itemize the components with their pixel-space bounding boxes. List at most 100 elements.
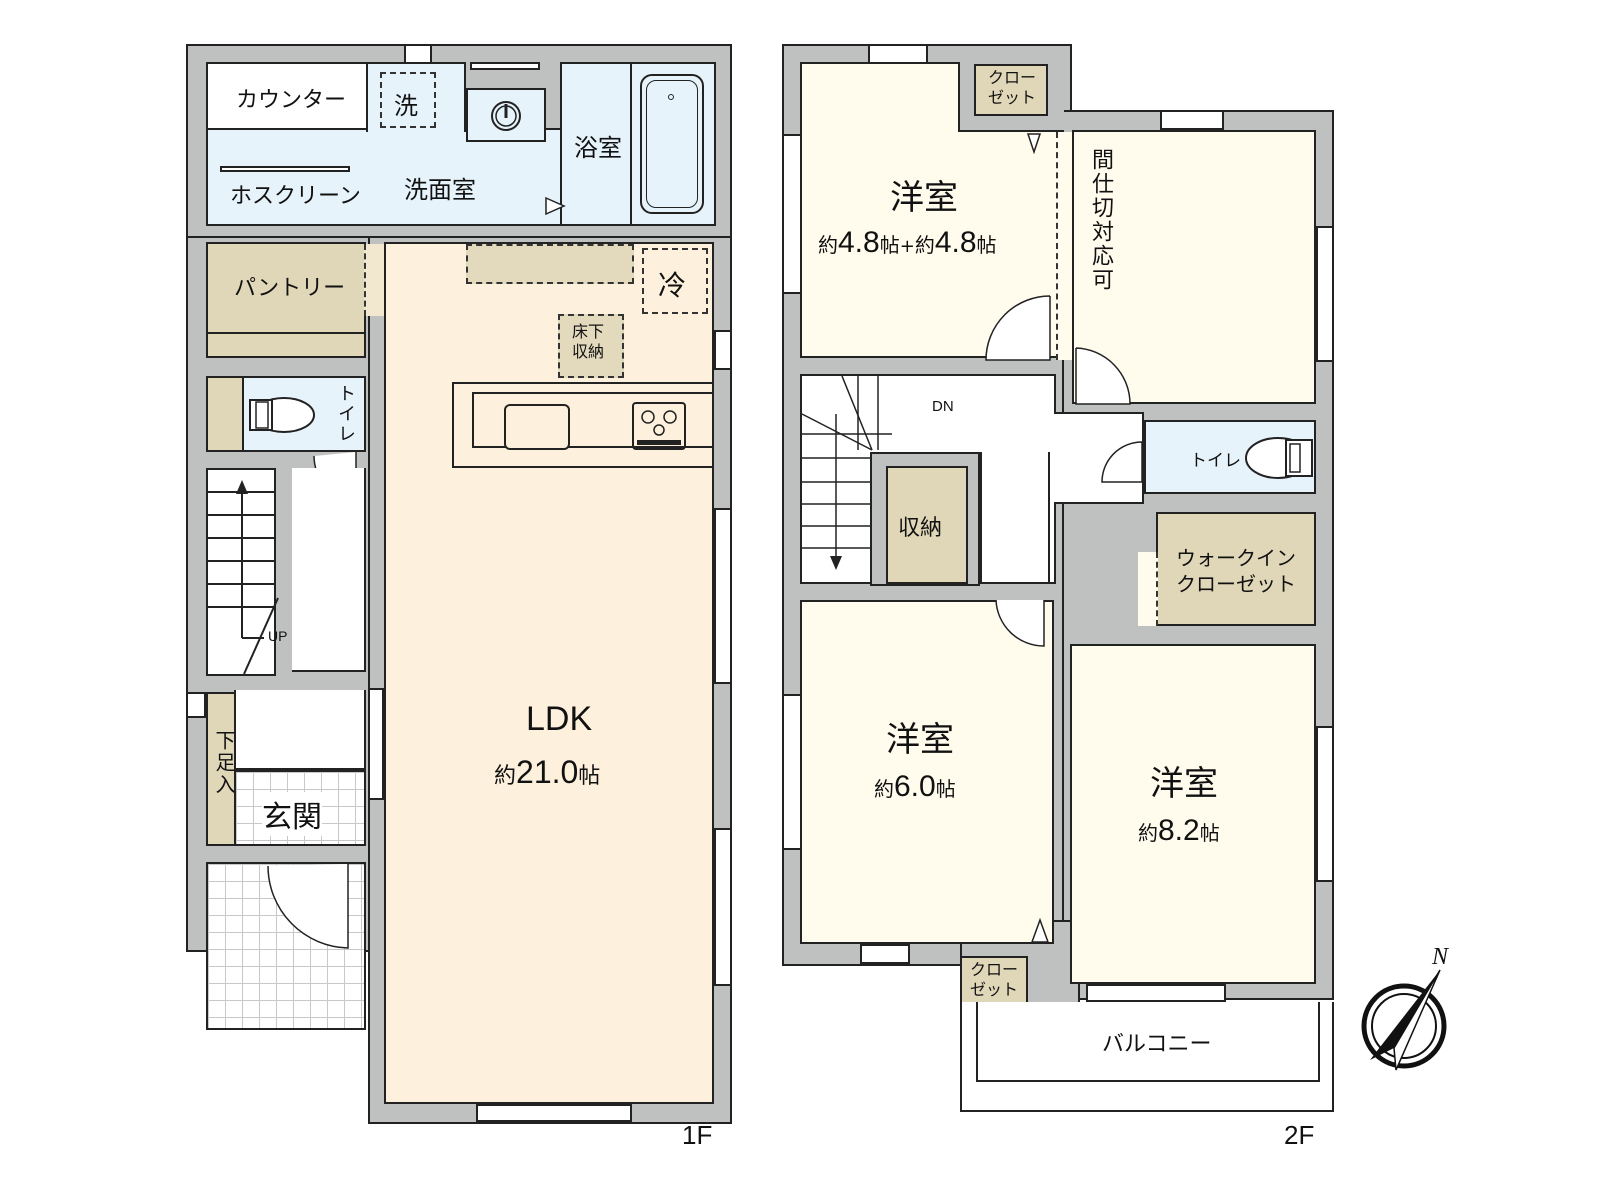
door-marker-icon [1026,133,1042,155]
room-c-name: 洋室 [1150,764,1218,804]
hose-screen-label: ホスクリーン [230,184,361,209]
bathtub-icon [640,74,704,214]
hall-2f-lower [980,452,1050,584]
window [782,134,802,294]
walk-in-closet: ウォークイン クローゼット [1156,512,1316,626]
window [476,1104,632,1122]
underfloor-storage-line1: 床下 [572,322,605,341]
hall-2f-right [1054,412,1144,504]
pantry-shelf-line [208,332,364,334]
western-room-b: 洋室 約6.0帖 [800,599,1054,944]
counter-area: カウンター [206,62,368,130]
underfloor-storage-line2: 収納 [572,342,605,361]
window [1160,110,1224,130]
kitchen-back-storage [466,244,634,284]
partition-note: 間仕切対応可 [1088,148,1113,292]
wic-line1: ウォークイン [1176,546,1296,570]
pantry-opening [364,244,384,316]
window [782,694,802,850]
shelf [470,62,540,70]
hallway-1f [292,468,366,672]
room-b-name: 洋室 [886,720,954,760]
window [860,944,910,964]
porch [206,862,366,1030]
size-prefix: 約 [914,233,935,257]
toilet-1f: トイレ [242,376,366,452]
closet-bottom-line1: クロー [970,960,1019,979]
entrance-genkan: 玄関 [234,770,366,846]
room-a-size: 約4.8帖+約4.8帖 [818,226,997,260]
plus: + [899,236,915,257]
window [714,828,732,986]
compass-n-label: N [1432,944,1449,970]
size-unit: 帖 [935,777,956,801]
wic-line2: クローゼット [1176,572,1296,596]
sink-area [466,88,546,142]
closet-line1: クロー [988,68,1037,87]
shoe-box: 下足入 [206,692,236,846]
size-prefix: 約 [494,764,517,789]
size-prefix: 約 [818,233,838,257]
western-room-c: 洋室 約8.2帖 [1070,644,1316,984]
stairs-1f: UP [206,468,287,676]
ldk-label: LDK [526,700,593,738]
western-room-a2: 間仕切対応可 [1072,130,1316,405]
door-swing-icon [1075,347,1131,405]
ldk-size: 約21.0帖 [494,754,600,791]
size-value: 21.0 [516,754,579,790]
size-prefix: 約 [1138,821,1158,845]
bathroom: 浴室 [545,62,716,226]
fridge-label: 冷 [658,269,687,302]
stairs-up-label: UP [268,628,288,644]
size-value: 8.2 [1158,814,1200,847]
washbasin-icon [491,101,521,131]
compass: N [1360,944,1460,1082]
stairs-2f [801,375,892,570]
storage-2f: 収納 [886,466,968,584]
window [714,508,732,684]
toilet-icon [1245,437,1313,479]
window [368,688,384,800]
toilet-label: トイレ [335,384,356,444]
size-value: 6.0 [894,770,936,803]
washroom-label: 洗面室 [404,176,476,204]
room-c-size: 約8.2帖 [1138,814,1220,848]
entrance-label: 玄関 [262,792,322,836]
north-arrow-icon [1361,969,1447,1071]
window [868,44,928,64]
room-a-name: 洋室 [890,178,958,218]
hose-screen-bar [220,166,350,172]
shoe-box-label: 下足入 [212,730,236,796]
window [714,330,732,370]
closet-top: クロー ゼット [974,64,1048,116]
closet-bottom: クロー ゼット [960,956,1028,1006]
size-unit: 帖 [976,233,997,257]
balcony: バルコニー [960,1002,1334,1112]
door-swing-icon [995,599,1045,647]
hallway-lower [234,690,366,770]
window [1086,984,1226,1002]
stairs-dn-label: DN [932,398,954,415]
door-swing-icon [1101,441,1143,483]
washroom: ホスクリーン 洗面室 [206,128,562,226]
closet-bottom-line2: ゼット [970,980,1019,999]
washer-space: 洗 [380,72,436,128]
kitchen-counter [452,382,714,468]
size-value: 4.8 [934,226,977,259]
toilet-2f-label: トイレ [1190,451,1241,471]
pantry: パントリー [206,242,366,358]
bathtub-divider [630,64,632,224]
toilet-2f: トイレ [1144,420,1316,494]
balcony-label: バルコニー [1102,1032,1212,1057]
washer-area: 洗 [366,62,466,132]
counter-label: カウンター [236,88,347,113]
door-swing-icon [985,295,1051,361]
wic-opening [1138,552,1158,626]
size-unit: 帖 [578,764,601,789]
underfloor-storage: 床下 収納 [558,314,624,378]
bathroom-label: 浴室 [574,134,622,162]
sink-icon [504,404,570,450]
storage-label: 収納 [898,516,943,541]
stove-icon [632,402,686,450]
size-value: 4.8 [838,226,880,259]
